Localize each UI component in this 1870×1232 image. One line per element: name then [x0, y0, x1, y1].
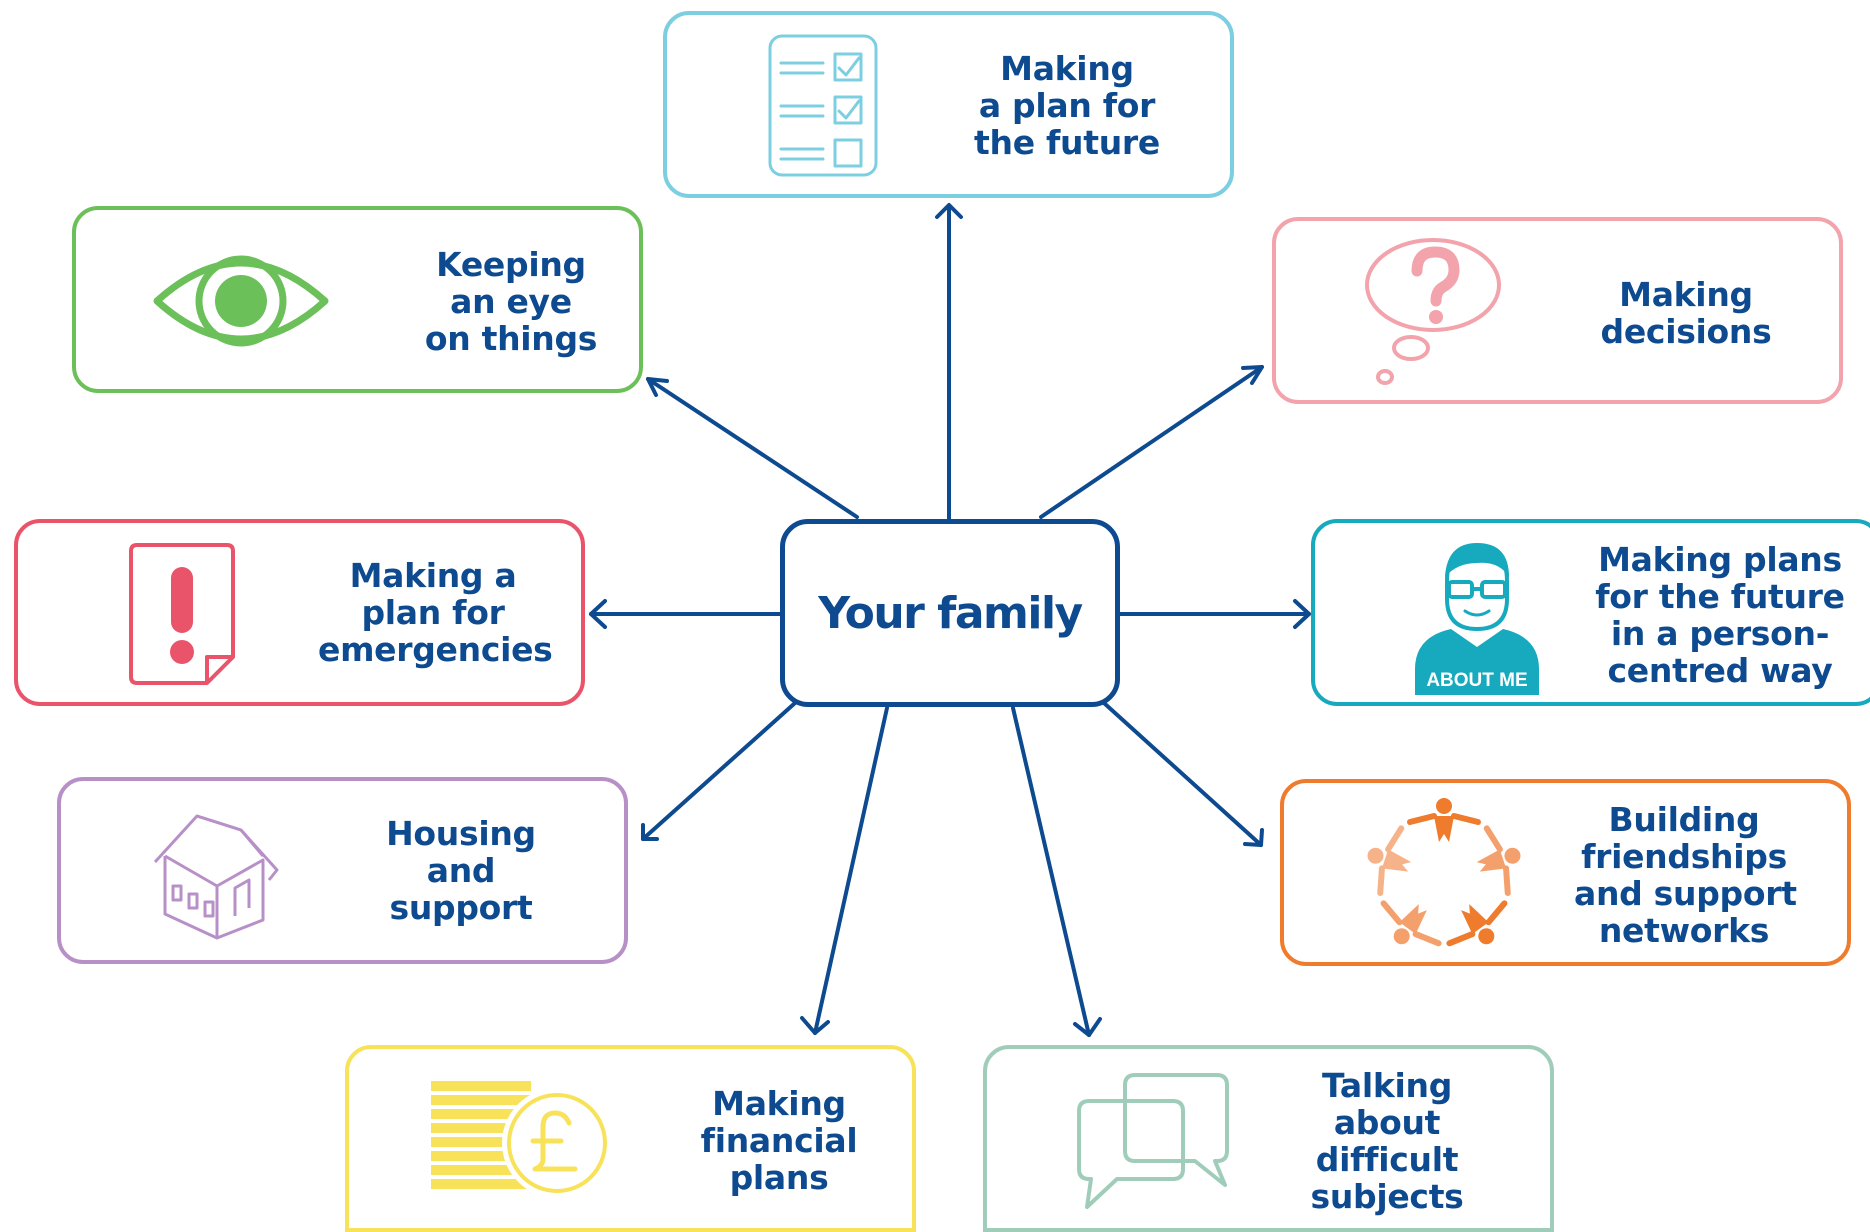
pound-coins-icon	[431, 1081, 612, 1198]
arrow-to-housing	[641, 701, 797, 841]
house-icon	[153, 814, 279, 940]
node-person-centred-label: Making plans for the future in a person-…	[1595, 540, 1845, 690]
arrowhead	[800, 1016, 830, 1035]
center-node: Your family	[780, 519, 1120, 707]
node-person-centred: ABOUT ME Making plans for the future in …	[1311, 519, 1870, 706]
node-housing-label: Housing and support	[386, 814, 536, 927]
arrow-to-watch	[646, 377, 859, 519]
about-me-badge: ABOUT ME	[1426, 670, 1527, 691]
arrowhead	[1241, 365, 1264, 385]
person-profile-icon: ABOUT ME	[1415, 543, 1539, 695]
node-decisions: Making decisions	[1272, 217, 1843, 404]
node-friendships-label: Building friendships and support network…	[1574, 800, 1797, 950]
node-financial-label: Making financial plans	[700, 1084, 858, 1197]
speech-bubbles-icon	[1077, 1073, 1229, 1209]
node-friendships: Building friendships and support network…	[1280, 779, 1851, 966]
arrow-to-financial	[813, 706, 889, 1035]
node-housing: Housing and support	[57, 777, 628, 964]
node-emergencies-label: Making a plan for emergencies	[318, 556, 553, 669]
arrowhead	[641, 823, 659, 841]
question-bubble-icon	[1365, 238, 1501, 385]
node-future-plan: Making a plan for the future	[663, 11, 1234, 198]
arrow-to-friendships	[1102, 701, 1263, 847]
node-difficult: Talking about difficult subjects	[983, 1045, 1554, 1232]
node-watch-label: Keeping an eye on things	[424, 245, 598, 358]
arrow-to-decisions	[1039, 365, 1264, 519]
eye-icon	[153, 255, 329, 347]
arrow-to-difficult	[1011, 706, 1091, 1037]
node-future-plan-label: Making a plan for the future	[974, 49, 1160, 162]
node-watch: Keeping an eye on things	[72, 206, 643, 393]
node-emergencies: Making a plan for emergencies	[14, 519, 585, 706]
arrowhead	[646, 377, 669, 397]
arrowhead	[589, 599, 607, 629]
node-difficult-label: Talking about difficult subjects	[1310, 1066, 1464, 1216]
arrowhead	[935, 203, 963, 219]
center-title: Your family	[818, 587, 1083, 639]
people-figures	[1367, 798, 1521, 947]
node-financial: Making financial plans	[345, 1045, 916, 1232]
warning-document-icon	[129, 543, 235, 685]
arrowhead	[1243, 828, 1264, 847]
arrowhead	[1293, 599, 1311, 629]
arrowhead	[1073, 1017, 1102, 1037]
node-decisions-label: Making decisions	[1600, 275, 1772, 351]
people-circle-icon	[1367, 798, 1521, 947]
checklist-icon	[768, 34, 878, 177]
